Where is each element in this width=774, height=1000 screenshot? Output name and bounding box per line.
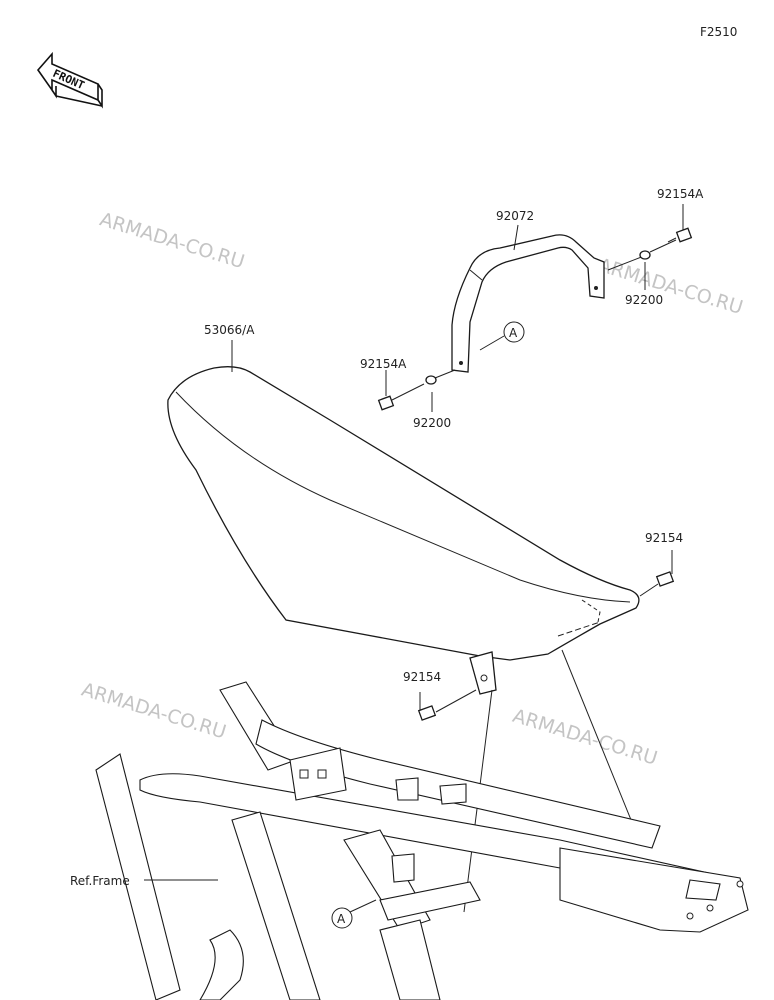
grab-bar [451, 234, 605, 373]
watermark-5: ARMADA-CO.RU [510, 705, 660, 770]
label-washer-left: 92200 [413, 416, 451, 430]
label-bolt-rear: 92154 [645, 531, 683, 545]
bolt-left [377, 395, 395, 411]
label-seat: 53066/A [204, 323, 255, 337]
ref-mark-a-upper [503, 321, 525, 343]
label-washer-right: 92200 [625, 293, 663, 307]
bolt-lower [417, 705, 437, 721]
label-grab-bar: 92072 [496, 209, 534, 223]
figure-code: F2510 [700, 25, 737, 39]
bolt-top-right [667, 227, 693, 243]
watermark-2: ARMADA-CO.RU [596, 254, 746, 319]
frame [95, 681, 749, 1000]
front-arrow-icon: FRONT [36, 51, 103, 109]
label-bolt-left: 92154A [360, 357, 407, 371]
ref-mark-a-upper-label: A [509, 326, 518, 340]
seat [167, 366, 640, 661]
ref-mark-a-lower [331, 907, 353, 929]
watermark-1: ARMADA-CO.RU [97, 208, 247, 273]
label-bolt-lower: 92154 [403, 670, 441, 684]
label-bolt-top-right: 92154A [657, 187, 704, 201]
watermark-4: ARMADA-CO.RU [79, 679, 229, 744]
seat-bracket [469, 651, 497, 695]
bolt-rear [655, 571, 675, 587]
washer-right [639, 250, 651, 260]
ref-mark-a-lower-label: A [337, 912, 346, 926]
leader-grab-bar [513, 224, 519, 251]
label-frame-ref: Ref.Frame [70, 874, 130, 888]
washer-left [425, 375, 437, 385]
